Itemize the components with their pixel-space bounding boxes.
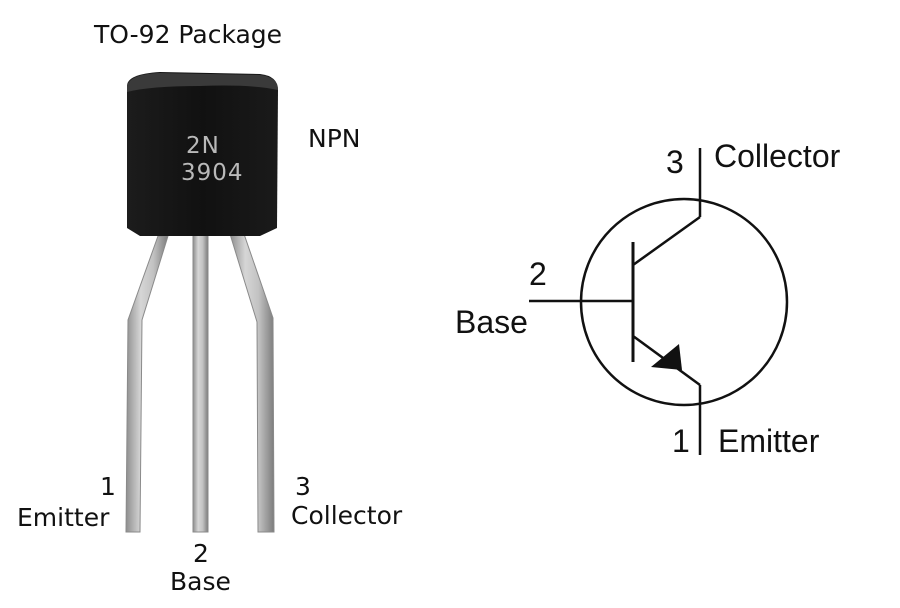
pin-2-name: Base (170, 567, 231, 596)
symbol-base-number: 2 (529, 256, 547, 292)
symbol-emitter-number: 1 (672, 423, 690, 459)
pin-3-number: 3 (295, 472, 311, 501)
pin-1-number: 1 (100, 472, 116, 501)
collector-diagonal (632, 215, 701, 267)
emitter-arrow-icon (651, 344, 682, 370)
type-label: NPN (308, 124, 361, 153)
symbol-base-name: Base (455, 304, 528, 340)
pin-2-number: 2 (193, 539, 209, 568)
transistor-body-top (127, 73, 278, 92)
symbol-collector-number: 3 (666, 144, 684, 180)
symbol-emitter-name: Emitter (718, 423, 820, 459)
transistor-body (127, 72, 278, 236)
package-title: TO-92 Package (94, 20, 283, 49)
symbol-collector-name: Collector (714, 138, 841, 174)
marking-line-1: 2N (186, 133, 220, 159)
pin-1-name: Emitter (17, 503, 110, 532)
pin-3-name: Collector (291, 501, 403, 530)
marking-line-2: 3904 (181, 160, 244, 186)
